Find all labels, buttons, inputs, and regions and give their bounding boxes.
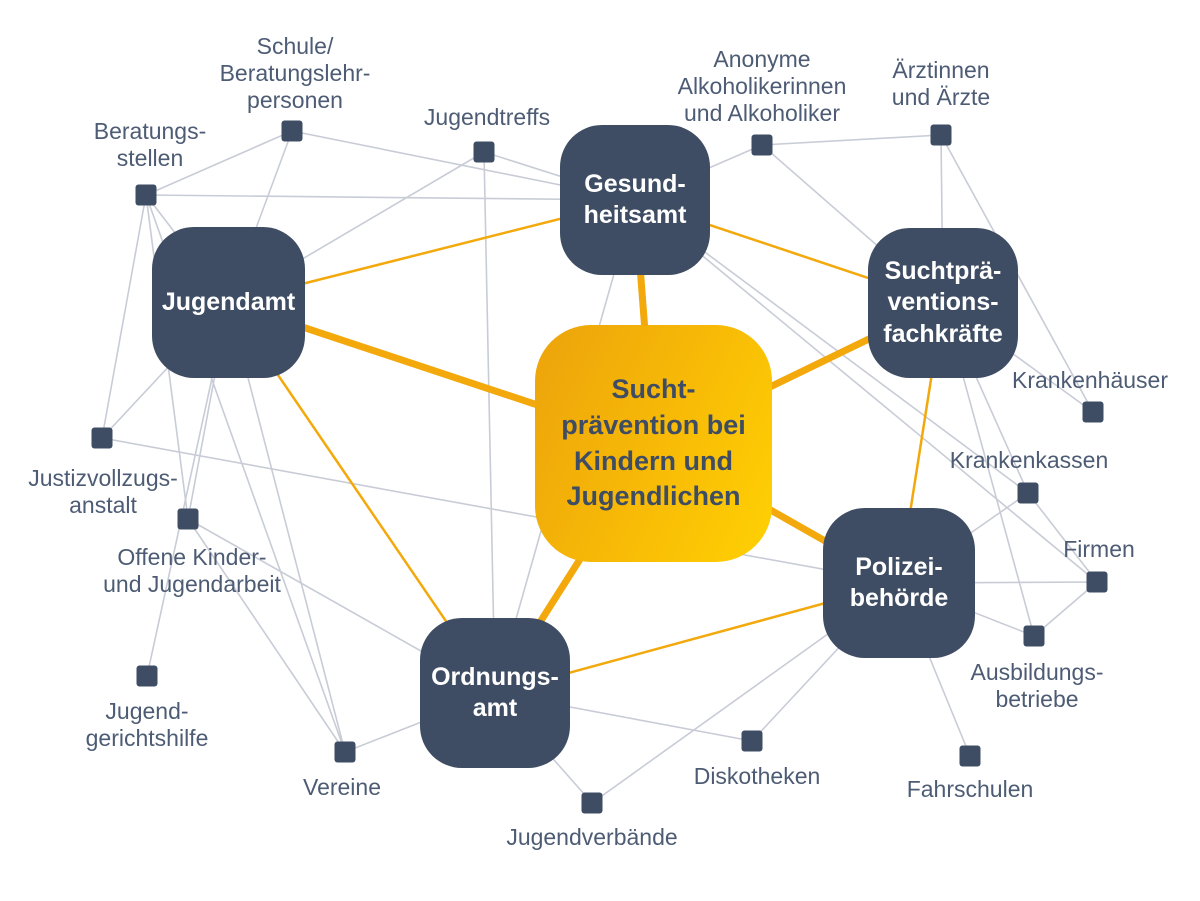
org-box-gesundheitsamt: Gesund- heitsamt xyxy=(560,125,710,275)
satellite-square-vereine xyxy=(334,741,356,763)
satellite-square-firmen xyxy=(1086,571,1108,593)
satellite-label-justiz: Justizvollzugs- anstalt xyxy=(28,465,178,518)
edge-gray-beratungsstellen-justiz xyxy=(101,194,147,439)
satellite-square-fahrschulen xyxy=(959,745,981,767)
edge-gray-beratungsstellen-gesundheitsamt xyxy=(145,194,636,201)
satellite-square-justiz xyxy=(91,427,113,449)
satellite-label-jugendgerichtshilfe: Jugend- gerichtshilfe xyxy=(85,698,209,751)
satellite-square-ausbildung xyxy=(1023,625,1045,647)
satellite-label-offene: Offene Kinder- und Jugendarbeit xyxy=(103,544,281,597)
satellite-label-ausbildung: Ausbildungs- betriebe xyxy=(970,659,1104,712)
edge-gray-krankenkassen-firmen xyxy=(1027,492,1098,583)
satellite-square-diskotheken xyxy=(741,730,763,752)
satellite-label-jugendverbaende: Jugendverbände xyxy=(506,824,678,850)
satellite-square-anonyme xyxy=(751,134,773,156)
satellite-square-jugendgerichtshilfe xyxy=(136,665,158,687)
satellite-label-aerzte: Ärztinnen und Ärzte xyxy=(891,57,991,110)
satellite-square-offene xyxy=(177,508,199,530)
satellite-square-aerzte xyxy=(930,124,952,146)
satellite-label-anonyme: Anonyme Alkoholikerinnen und Alkoholiker xyxy=(677,46,847,126)
satellite-label-jugendtreffs: Jugendtreffs xyxy=(423,104,551,130)
satellite-square-schule xyxy=(281,120,303,142)
satellite-square-jugendtreffs xyxy=(473,141,495,163)
satellite-label-krankenhaeuser: Krankenhäuser xyxy=(1012,367,1168,393)
satellite-label-schule: Schule/ Beratungslehr- personen xyxy=(219,33,371,113)
org-box-polizei: Polizei- behörde xyxy=(823,508,975,658)
satellite-label-diskotheken: Diskotheken xyxy=(693,763,821,789)
satellite-square-krankenkassen xyxy=(1017,482,1039,504)
org-box-suchtprae: Suchtprä- ventions- fachkräfte xyxy=(868,228,1018,378)
org-box-ordnungsamt: Ordnungs- amt xyxy=(420,618,570,768)
satellite-label-fahrschulen: Fahrschulen xyxy=(906,776,1034,802)
satellite-square-beratungsstellen xyxy=(135,184,157,206)
satellite-label-vereine: Vereine xyxy=(302,774,382,800)
edge-gray-polizei-justiz xyxy=(101,437,900,584)
edge-gray-jugendtreffs-ordnungsamt xyxy=(483,151,496,694)
satellite-label-beratungsstellen: Beratungs- stellen xyxy=(93,118,207,171)
edge-gray-beratungsstellen-schule xyxy=(145,130,293,196)
satellite-label-krankenkassen: Krankenkassen xyxy=(949,447,1109,473)
edge-gray-anonyme-aerzte xyxy=(761,134,942,146)
edge-gray-gesundheitsamt-firmen xyxy=(634,199,1098,583)
org-box-jugendamt: Jugendamt xyxy=(152,227,305,378)
edge-gray-offene-vereine xyxy=(187,518,346,753)
satellite-square-jugendverbaende xyxy=(581,792,603,814)
satellite-square-krankenhaeuser xyxy=(1082,401,1104,423)
satellite-label-firmen: Firmen xyxy=(1063,536,1135,562)
hub-box-center: Sucht- prävention bei Kindern und Jugend… xyxy=(535,325,772,562)
